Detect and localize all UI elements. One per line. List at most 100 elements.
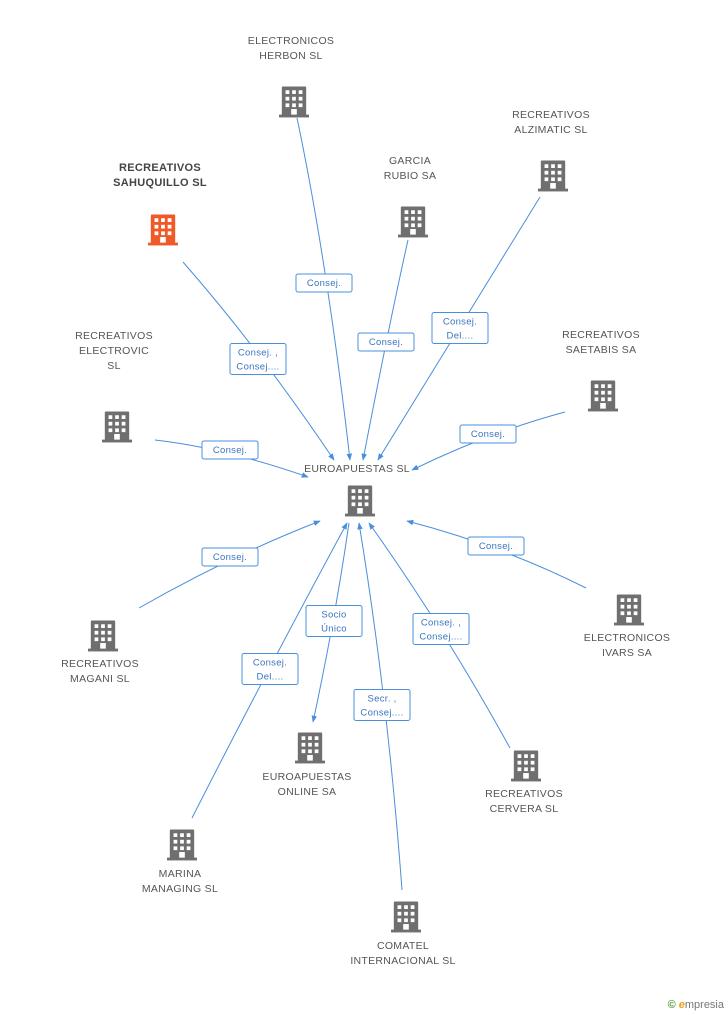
edge-electronicos-ivars-to-euroapuestas-sl: Consej. xyxy=(406,519,587,589)
relation-label-text: Consej.... xyxy=(360,708,403,719)
company-name: RUBIO SA xyxy=(384,170,437,182)
relation-label-box xyxy=(241,653,299,685)
company-name: ELECTRONICOS xyxy=(584,632,670,644)
building-icon xyxy=(88,620,118,652)
company-node-euroapuestas-online[interactable]: EUROAPUESTAS ONLINE SA xyxy=(262,732,351,799)
relation-label-text: Consej. xyxy=(307,278,341,289)
relation-label[interactable]: Consej. Del.... xyxy=(431,312,489,344)
building-icon xyxy=(295,732,325,764)
relation-label-box xyxy=(459,424,517,444)
relation-label-text: Secr. , xyxy=(367,694,396,705)
relation-label-text: Consej. xyxy=(471,429,505,440)
building-icon xyxy=(538,160,568,192)
relation-label-text: Consej. xyxy=(443,317,477,328)
relation-label[interactable]: Consej. ,Consej.... xyxy=(412,613,470,645)
edge-recreativos-electrovic-to-euroapuestas-sl: Consej. xyxy=(154,439,309,478)
relation-label-text: Consej. xyxy=(369,337,403,348)
relation-label-box xyxy=(295,273,353,293)
company-name: RECREATIVOS xyxy=(75,330,153,342)
edge-recreativos-cervera-to-euroapuestas-sl: Consej. ,Consej.... xyxy=(368,522,511,749)
company-name: RECREATIVOS xyxy=(485,788,563,800)
company-node-comatel-internacional[interactable]: COMATEL INTERNACIONAL SL xyxy=(350,901,455,968)
edge-marina-managing-to-euroapuestas-sl: Consej. Del.... xyxy=(191,522,348,819)
relation-label[interactable]: Consej. xyxy=(201,547,259,567)
building-icon xyxy=(148,214,178,246)
relation-label[interactable]: Consej. xyxy=(467,536,525,556)
relation-label[interactable]: Consej. Del.... xyxy=(241,653,299,685)
building-icon xyxy=(511,750,541,782)
company-name: SAETABIS SA xyxy=(566,344,637,356)
relation-label[interactable]: Consej. xyxy=(459,424,517,444)
company-node-electronicos-ivars[interactable]: ELECTRONICOS IVARS SA xyxy=(584,594,670,660)
relation-label-text: Consej. , xyxy=(421,618,461,629)
edge-recreativos-magani-to-euroapuestas-sl: Consej. xyxy=(138,520,321,609)
company-node-electronicos-herbon[interactable]: ELECTRONICOS HERBON SL xyxy=(248,35,334,118)
relation-label-box xyxy=(357,332,415,352)
company-name: ELECTRONICOS xyxy=(248,35,334,47)
building-icon xyxy=(102,411,132,443)
edge-recreativos-saetabis-to-euroapuestas-sl: Consej. xyxy=(411,411,566,471)
company-node-garcia-rubio[interactable]: GARCIA RUBIO SA xyxy=(384,155,437,238)
company-name: SAHUQUILLO SL xyxy=(113,177,207,189)
company-name: SL xyxy=(107,360,120,372)
relation-label[interactable]: Consej. , Consej.... xyxy=(229,343,287,375)
company-node-recreativos-magani[interactable]: RECREATIVOS MAGANI SL xyxy=(61,620,139,686)
relation-label-text: Único xyxy=(321,624,347,635)
edge-recreativos-alzimatic-to-euroapuestas-sl: Consej. Del.... xyxy=(377,196,541,461)
company-name: HERBON SL xyxy=(259,50,322,62)
relation-label-box xyxy=(353,689,411,721)
company-name: ALZIMATIC SL xyxy=(514,124,587,136)
company-name: MARINA xyxy=(159,868,202,880)
company-node-recreativos-electrovic[interactable]: RECREATIVOS ELECTROVIC SL xyxy=(75,330,153,443)
relation-label-text: Del.... xyxy=(447,331,474,342)
company-name: RECREATIVOS xyxy=(119,162,201,174)
company-node-marina-managing[interactable]: MARINA MANAGING SL xyxy=(142,829,218,896)
building-icon xyxy=(588,380,618,412)
company-node-euroapuestas-sl[interactable]: EUROAPUESTAS SL xyxy=(304,463,410,517)
company-node-recreativos-saetabis[interactable]: RECREATIVOS SAETABIS SA xyxy=(562,329,640,412)
company-name: RECREATIVOS xyxy=(61,658,139,670)
building-icon xyxy=(167,829,197,861)
company-name: ELECTROVIC xyxy=(79,345,149,357)
edge-comatel-internacional-to-euroapuestas-sl: Secr. , Consej.... xyxy=(353,522,411,891)
company-name: IVARS SA xyxy=(602,647,652,659)
company-name: COMATEL xyxy=(377,940,429,952)
brand-logo: © empresia xyxy=(668,999,724,1011)
relation-label-box xyxy=(229,343,287,375)
relation-label-text: Consej. xyxy=(213,445,247,456)
relation-label-box xyxy=(305,605,363,637)
company-node-recreativos-cervera[interactable]: RECREATIVOS CERVERA SL xyxy=(485,750,563,816)
relation-label[interactable]: Consej. xyxy=(295,273,353,293)
edge-recreativos-sahuquillo-to-euroapuestas-sl: Consej. , Consej.... xyxy=(182,261,335,461)
building-icon xyxy=(614,594,644,626)
relation-label-text: Socio xyxy=(321,610,346,621)
building-icon xyxy=(391,901,421,933)
relation-label[interactable]: Consej. xyxy=(201,440,259,460)
company-name: CERVERA SL xyxy=(490,803,559,815)
relation-label-text: Consej.... xyxy=(236,362,279,373)
company-name: EUROAPUESTAS xyxy=(262,771,351,783)
building-icon xyxy=(398,206,428,238)
edge-garcia-rubio-to-euroapuestas-sl: Consej. xyxy=(357,239,415,461)
relation-label-text: Consej. , xyxy=(238,348,278,359)
relation-label-box xyxy=(467,536,525,556)
relation-label-text: Del.... xyxy=(257,672,284,683)
company-name: RECREATIVOS xyxy=(562,329,640,341)
relation-label-box xyxy=(431,312,489,344)
company-node-recreativos-sahuquillo[interactable]: RECREATIVOS SAHUQUILLO SL xyxy=(113,162,207,246)
relation-label-text: Consej. xyxy=(213,552,247,563)
relation-label-box xyxy=(201,547,259,567)
company-name: GARCIA xyxy=(389,155,431,167)
company-name: MANAGING SL xyxy=(142,883,218,895)
brand-name: mpresia xyxy=(684,999,724,1011)
relation-label[interactable]: Consej. xyxy=(357,332,415,352)
company-name: MAGANI SL xyxy=(70,673,130,685)
relation-label-text: Consej. xyxy=(253,658,287,669)
company-name: ONLINE SA xyxy=(278,786,337,798)
relation-label-box xyxy=(412,613,470,645)
company-name: INTERNACIONAL SL xyxy=(350,955,455,967)
building-icon xyxy=(345,485,375,517)
relation-label[interactable]: Secr. , Consej.... xyxy=(353,689,411,721)
